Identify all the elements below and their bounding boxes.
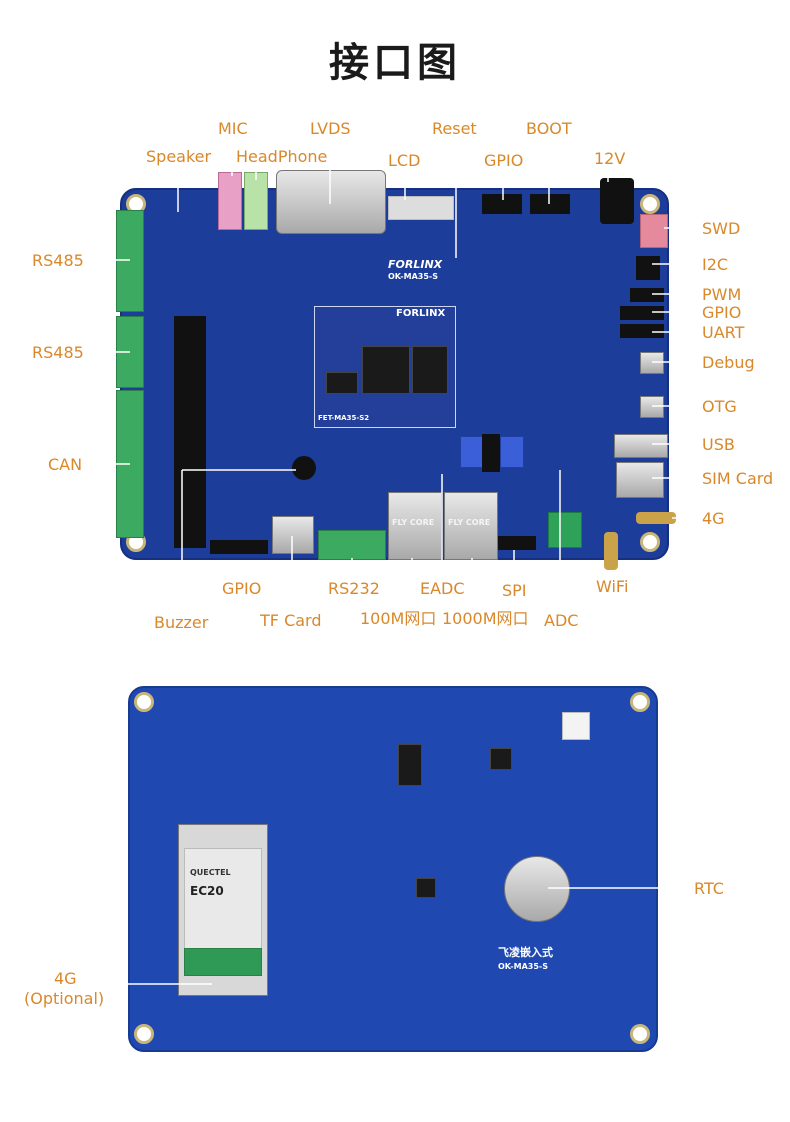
label-4g-bottom: 4G [54, 969, 77, 988]
som-memory [412, 346, 448, 394]
label-gpio-right: GPIO [702, 303, 742, 322]
label-4g-top: 4G [702, 509, 725, 528]
label-lcd: LCD [388, 151, 421, 170]
label-usb: USB [702, 435, 735, 454]
som-brand-text: FORLINX [396, 308, 446, 319]
label-eth-100m: 100M网口 [360, 609, 437, 628]
module-brand-text: QUECTEL [190, 868, 231, 877]
mounting-hole [134, 692, 154, 712]
label-rs485-b: RS485 [32, 343, 84, 362]
lcd-connector [388, 196, 454, 220]
label-spi: SPI [502, 581, 527, 600]
power-jack [600, 178, 634, 224]
mounting-hole [630, 1024, 650, 1044]
gpio-header-bottom [210, 540, 268, 554]
headphone-jack [244, 172, 268, 230]
label-rtc: RTC [694, 879, 724, 898]
sim-card-slot [616, 462, 664, 498]
qr-code [562, 712, 590, 740]
label-tf-card: TF Card [260, 611, 322, 630]
label-otg: OTG [702, 397, 737, 416]
gpio-header-top [482, 194, 522, 214]
ic-chip [398, 744, 422, 786]
otg-port [640, 396, 664, 418]
label-can: CAN [48, 455, 83, 474]
uart-header [620, 324, 664, 338]
rs232-terminal [318, 530, 386, 560]
label-sim-card: SIM Card [702, 469, 774, 488]
4g-module-pcb [184, 948, 262, 976]
label-gpio-bottom: GPIO [222, 579, 262, 598]
buzzer [292, 456, 316, 480]
mounting-hole [640, 194, 660, 214]
tf-card-slot [272, 516, 314, 554]
i2c-header [636, 256, 660, 280]
label-mic: MIC [218, 119, 248, 138]
label-uart: UART [702, 323, 745, 342]
label-rs232: RS232 [328, 579, 380, 598]
som-model-text: FET-MA35-S2 [318, 414, 370, 422]
mounting-hole [630, 692, 650, 712]
label-12v: 12V [594, 149, 626, 168]
bottom-brand-text: 飞凌嵌入式 [498, 946, 553, 959]
pwm-header [630, 288, 664, 302]
ethernet-1000m-port [444, 492, 498, 560]
label-wifi: WiFi [596, 577, 629, 596]
board-brand-text: FORLINX [388, 258, 443, 271]
label-eth-1000m: 1000M网口 [442, 609, 529, 628]
label-gpio-top: GPIO [484, 151, 524, 170]
som-cpu [362, 346, 410, 394]
label-buzzer: Buzzer [154, 613, 209, 632]
gpio-header-right [620, 306, 664, 320]
bottom-model-text: OK-MA35-S [498, 962, 548, 971]
label-reset: Reset [432, 119, 477, 138]
label-rs485-a: RS485 [32, 251, 84, 270]
usb-port [614, 434, 668, 458]
rj45-b-text: FLY CORE [448, 518, 491, 527]
rtc-battery [504, 856, 570, 922]
debug-port [640, 352, 664, 374]
rs485-terminal-b [116, 316, 144, 388]
wifi-antenna-connector [604, 532, 618, 570]
spi-header [498, 536, 536, 550]
4g-antenna-connector [636, 512, 676, 524]
label-swd: SWD [702, 219, 741, 238]
jumper-block [500, 436, 524, 468]
label-headphone: HeadPhone [236, 147, 328, 166]
eadc-header [482, 434, 500, 472]
4g-module [184, 848, 262, 960]
mounting-hole [134, 1024, 154, 1044]
label-adc: ADC [544, 611, 579, 630]
rs485-terminal-a [116, 210, 144, 312]
swd-connector [640, 214, 668, 248]
boot-switch [530, 194, 570, 214]
som-flash [326, 372, 358, 394]
rj45-a-text: FLY CORE [392, 518, 435, 527]
label-4g-optional: (Optional) [24, 989, 105, 1008]
wifi-module [548, 512, 582, 548]
page-title: 接口图 [329, 40, 461, 86]
can-terminal [116, 390, 144, 538]
label-debug: Debug [702, 353, 755, 372]
board-model-text: OK-MA35-S [388, 272, 438, 281]
mounting-hole [640, 532, 660, 552]
label-boot: BOOT [526, 119, 572, 138]
label-lvds: LVDS [310, 119, 351, 138]
lvds-connector [276, 170, 386, 234]
label-i2c: I2C [702, 255, 729, 274]
label-eadc: EADC [420, 579, 465, 598]
mic-jack [218, 172, 242, 230]
relay-column [174, 316, 206, 548]
jumper-block [460, 436, 484, 468]
label-speaker: Speaker [146, 147, 212, 166]
label-pwm: PWM [702, 285, 742, 304]
ic-chip [490, 748, 512, 770]
module-model-text: EC20 [190, 884, 224, 898]
ic-chip [416, 878, 436, 898]
